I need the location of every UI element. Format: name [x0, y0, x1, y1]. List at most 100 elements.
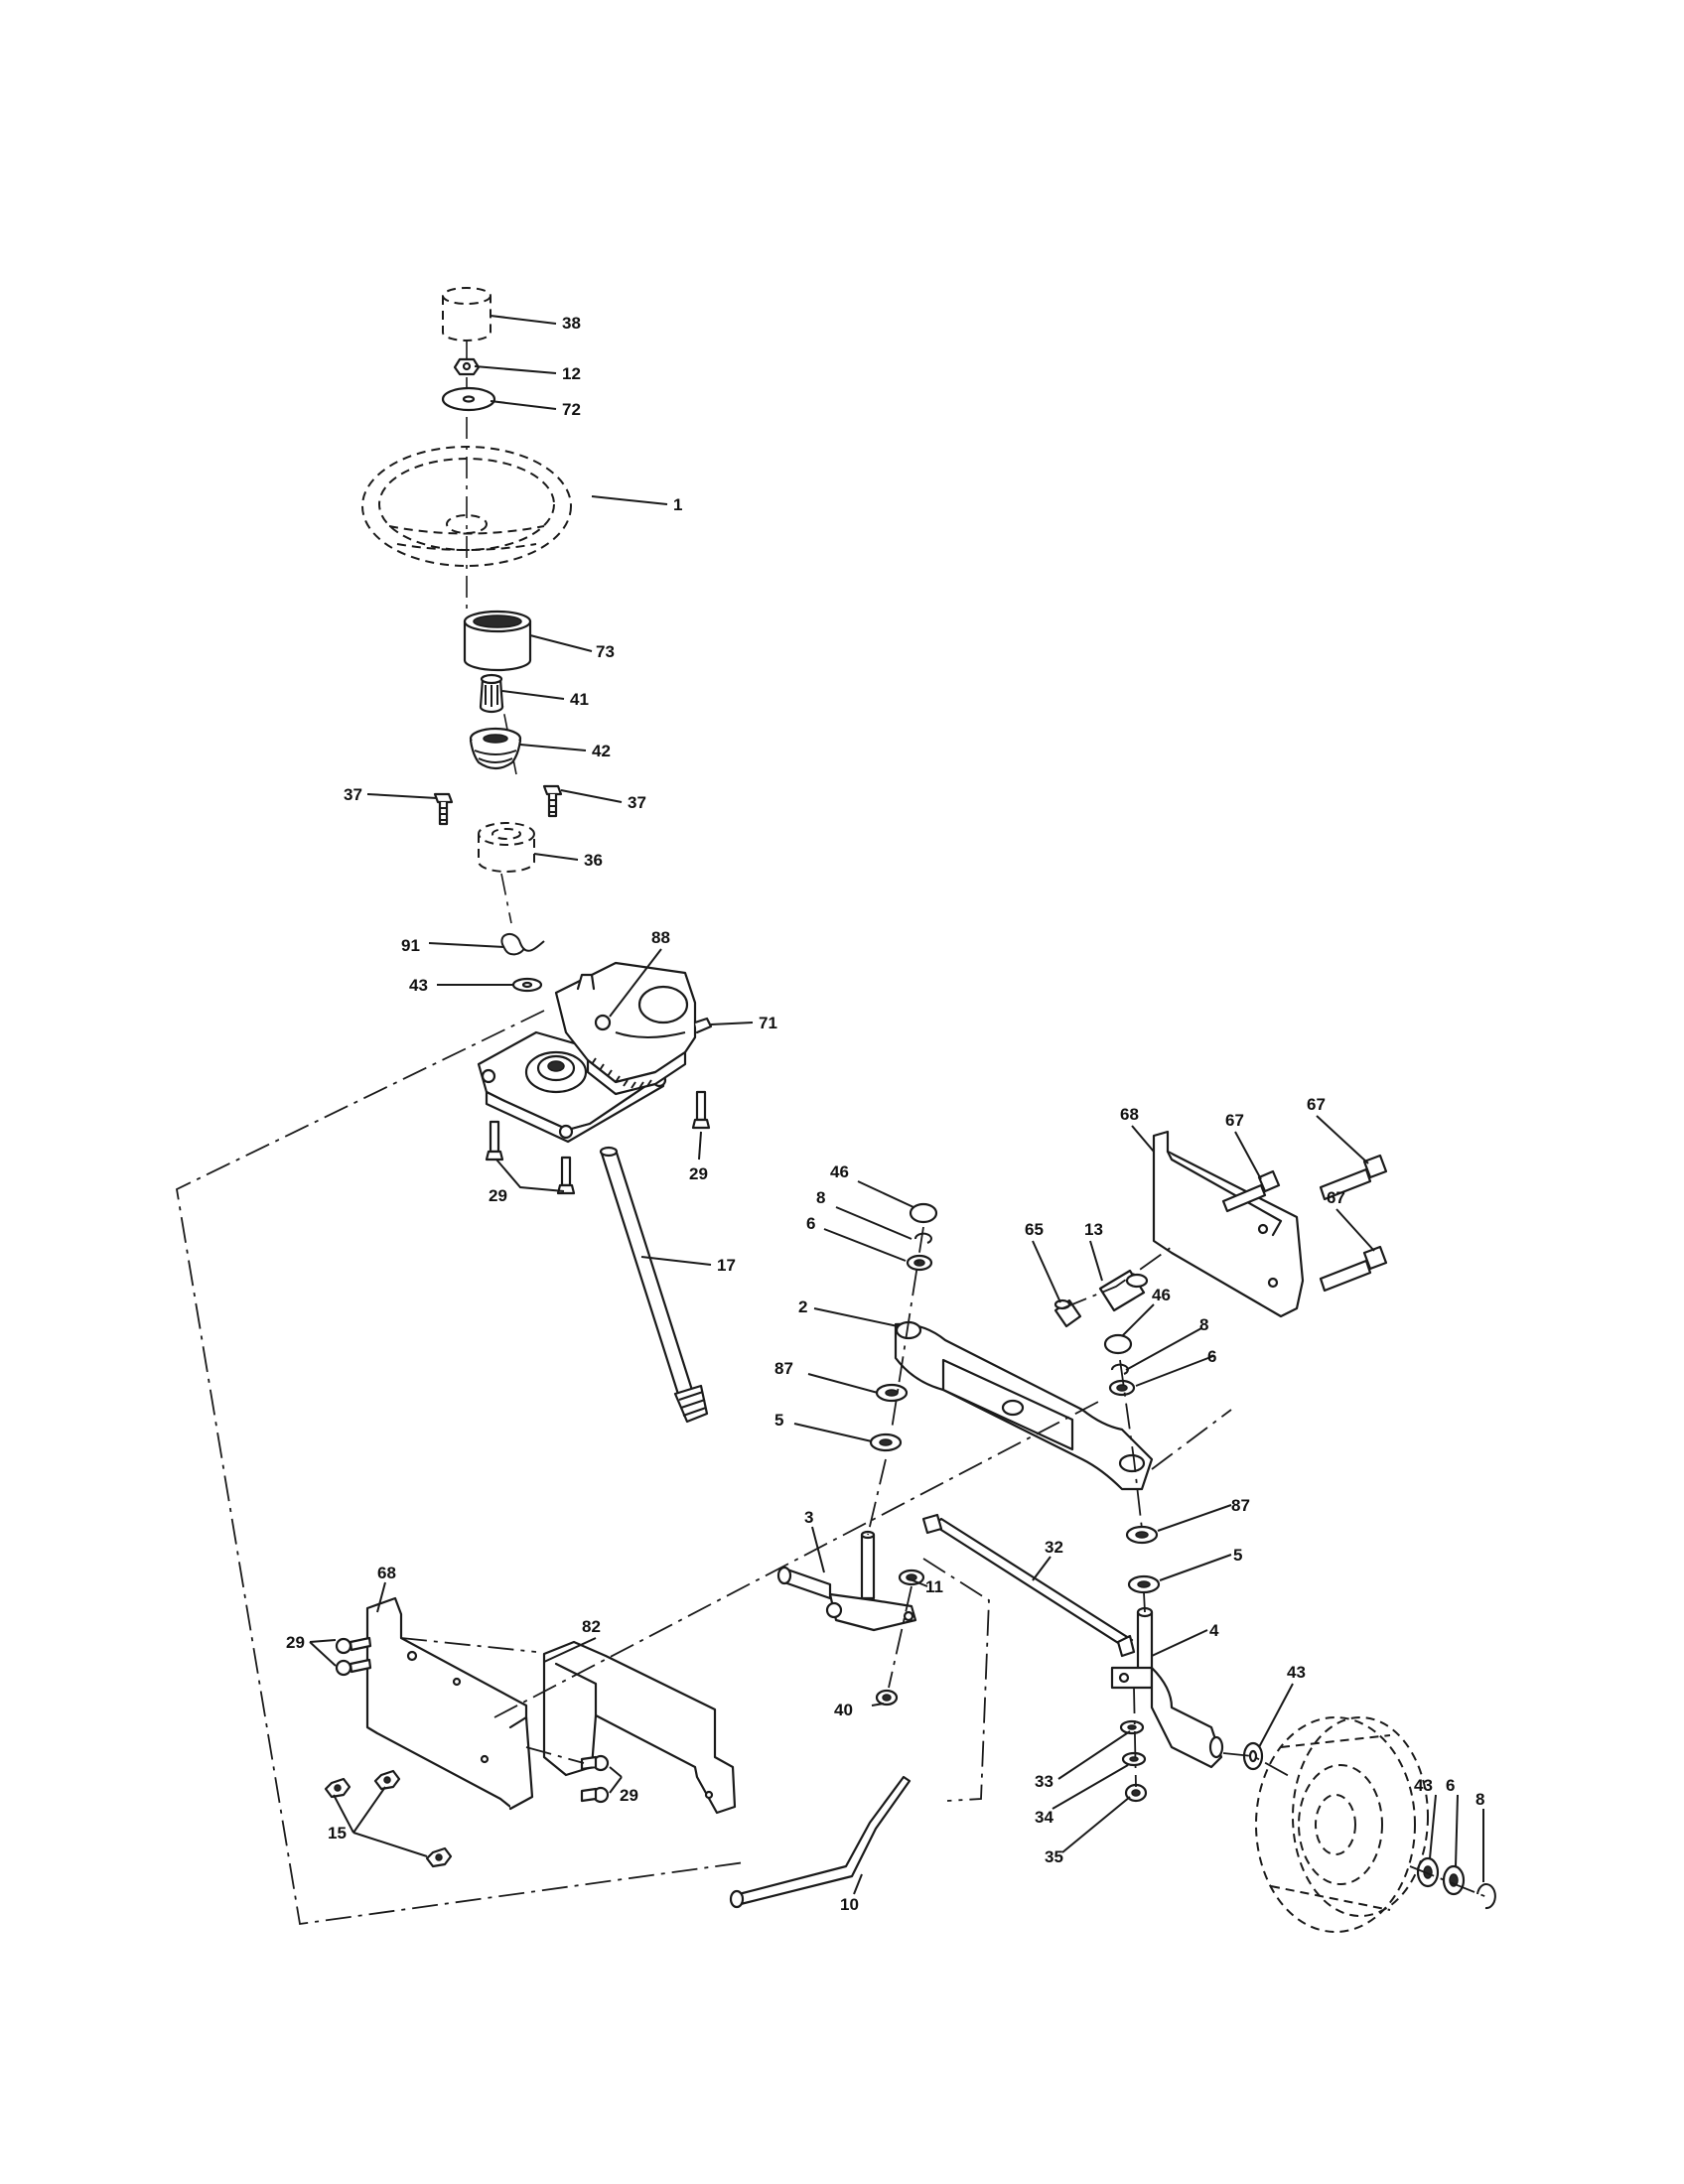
washer-right-part [1108, 1379, 1136, 1397]
nut-40-part [875, 1689, 899, 1706]
washer-left-part [906, 1254, 933, 1272]
callout-29-lower-right: 29 [620, 1786, 638, 1805]
front-bracket-lower-part [365, 1596, 534, 1811]
callout-labels: 38 12 72 1 73 41 42 37 37 36 91 43 88 71… [286, 314, 1484, 1914]
bolt-bracket-2-part [1319, 1154, 1388, 1201]
drag-link-part [729, 1775, 912, 1909]
callout-34: 34 [1035, 1808, 1053, 1827]
callout-87-right: 87 [1231, 1496, 1250, 1515]
e-ring-left-part [914, 1232, 932, 1244]
front-axle-part [894, 1320, 1154, 1491]
callout-5-left: 5 [774, 1411, 783, 1430]
bolt-lower-2-part [335, 1658, 372, 1677]
callout-35: 35 [1045, 1847, 1063, 1866]
steering-boot-part [469, 727, 522, 770]
callout-67-b: 67 [1307, 1095, 1326, 1114]
washer-outer-43-part [1416, 1856, 1440, 1888]
callout-68-top: 68 [1120, 1105, 1139, 1124]
phantom-line-axle-right [1119, 1359, 1146, 1788]
sector-gear-part [554, 961, 713, 1096]
support-bracket-part [542, 1640, 737, 1815]
bearing-right-part [1125, 1525, 1159, 1545]
nut-15-b-part [373, 1769, 401, 1791]
bolt-lower-1-part [335, 1636, 372, 1655]
column-support-part [478, 822, 535, 873]
phantom-line-axle-left [867, 1226, 924, 1536]
phantom-line-bracket [400, 1637, 585, 1764]
steering-wheel-part [361, 446, 572, 567]
bushing-34-part [1121, 1751, 1147, 1767]
callout-72: 72 [562, 400, 581, 419]
callout-29-lower-left: 29 [286, 1633, 305, 1652]
callout-40: 40 [834, 1701, 853, 1719]
callout-4: 4 [1209, 1621, 1219, 1640]
washer-33-part [1119, 1719, 1145, 1735]
splined-insert-part [479, 673, 504, 714]
callout-87-left: 87 [774, 1359, 793, 1378]
callout-38: 38 [562, 314, 581, 333]
steering-adapter-part [463, 610, 532, 672]
callout-10: 10 [840, 1895, 859, 1914]
callout-8-outer: 8 [1475, 1790, 1484, 1809]
steering-cap-part [442, 287, 491, 341]
callout-43-outer: 43 [1414, 1776, 1433, 1795]
callout-71: 71 [759, 1014, 777, 1032]
callout-5-right: 5 [1233, 1546, 1242, 1565]
tie-rod-part [921, 1513, 1136, 1658]
bolt-housing-3-part [691, 1090, 711, 1130]
hairpin-clip-part [500, 933, 545, 956]
e-ring-right-part [1111, 1363, 1129, 1375]
callout-88: 88 [651, 928, 670, 947]
callout-6-left: 6 [806, 1214, 815, 1233]
nut-15-a-part [324, 1777, 351, 1799]
phantom-line-pivot [1061, 1246, 1232, 1470]
washer-outer-6-part [1442, 1864, 1466, 1896]
washer-small-part [511, 977, 543, 993]
callout-43-top: 43 [409, 976, 428, 995]
pivot-pin-part [1053, 1298, 1082, 1328]
phantom-line-outer [176, 1010, 746, 1926]
phantom-line-spindle [888, 1558, 990, 1802]
callout-37-right: 37 [628, 793, 646, 812]
leader-lines [309, 315, 1484, 1895]
washer-43-wheel-part [1242, 1741, 1264, 1771]
axis-link [500, 873, 512, 924]
flat-washer-part [441, 386, 496, 412]
callout-67-a: 67 [1225, 1111, 1244, 1130]
callout-3: 3 [804, 1508, 813, 1527]
thrust-washer-right-part [1127, 1574, 1161, 1594]
callout-11: 11 [925, 1577, 943, 1596]
callout-32: 32 [1045, 1538, 1063, 1557]
bolt-right-part [542, 784, 563, 818]
callout-91: 91 [401, 936, 420, 955]
callout-46-left: 46 [830, 1162, 849, 1181]
phantom-line-diagonal [493, 1399, 1103, 1718]
spindle-right-part [1110, 1606, 1224, 1769]
spindle-left-part [776, 1530, 917, 1632]
pivot-bushing-part [1098, 1269, 1149, 1312]
front-bracket-upper-part [1152, 1130, 1305, 1318]
dust-cap-right-part [1103, 1333, 1133, 1355]
steering-shaft-part [599, 1146, 709, 1424]
callout-6-right: 6 [1207, 1347, 1216, 1366]
callout-12: 12 [562, 364, 581, 383]
callout-2: 2 [798, 1297, 807, 1316]
callout-8-right: 8 [1199, 1315, 1208, 1334]
bolt-bracket-3-part [1319, 1245, 1388, 1293]
bolt-left-part [433, 792, 454, 826]
bolt-lower-3-part [580, 1754, 610, 1772]
hex-nut-part [453, 357, 481, 376]
callout-29-left: 29 [489, 1186, 507, 1205]
callout-8-left: 8 [816, 1188, 825, 1207]
callout-68-bottom: 68 [377, 1564, 396, 1582]
thrust-washer-left-part [869, 1433, 903, 1452]
bearing-left-part [875, 1383, 909, 1403]
dust-cap-left-part [909, 1202, 938, 1224]
bolt-housing-1-part [485, 1120, 504, 1161]
phantom-line-wheel [1222, 1752, 1490, 1899]
callout-73: 73 [596, 642, 615, 661]
callout-33: 33 [1035, 1772, 1053, 1791]
callout-43-wheel: 43 [1287, 1663, 1306, 1682]
callout-37-left: 37 [344, 785, 362, 804]
